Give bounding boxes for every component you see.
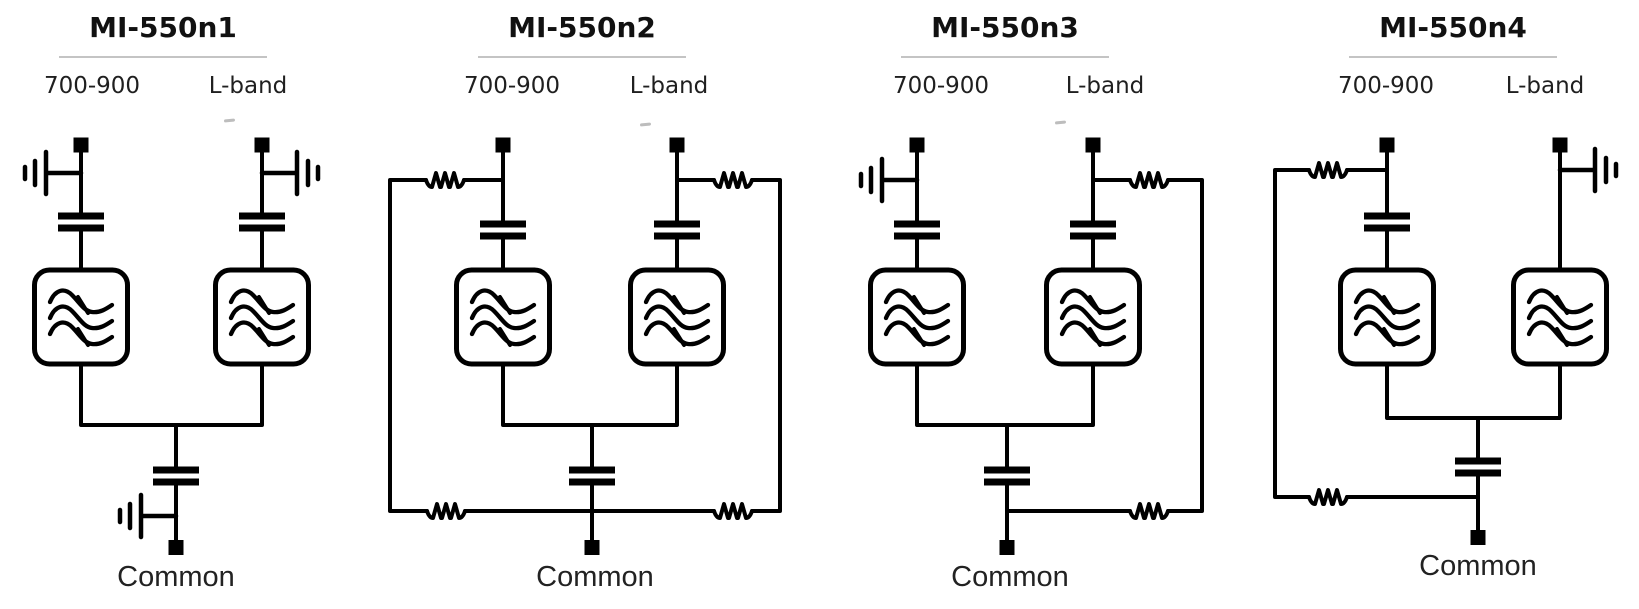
ground-symbol-left bbox=[861, 159, 917, 201]
inductor-bottom-right bbox=[712, 502, 754, 520]
bandpass-filter-left-icon bbox=[35, 270, 128, 364]
port-label-l-band: L-band bbox=[629, 73, 709, 99]
title-underline bbox=[1349, 56, 1557, 58]
circuit-mi-550n4 bbox=[1273, 137, 1616, 545]
port-square-left bbox=[1379, 137, 1395, 153]
port-label-common: Common bbox=[536, 561, 654, 593]
series-capacitor-left bbox=[1364, 216, 1410, 228]
wire bbox=[388, 150, 782, 542]
bandpass-filter-right-icon bbox=[631, 270, 724, 364]
inductor-bottom-left bbox=[1307, 488, 1349, 506]
port-square-left bbox=[909, 137, 925, 153]
port-square-left bbox=[495, 137, 511, 153]
title-underline bbox=[901, 56, 1109, 58]
diagram-title-2: MI-550n2 bbox=[508, 11, 656, 44]
circuit-mi-550n3 bbox=[861, 137, 1204, 555]
port-label-700-900: 700-900 bbox=[892, 73, 990, 99]
port-square-right bbox=[254, 137, 270, 153]
diagram-title-3: MI-550n3 bbox=[931, 11, 1079, 44]
diagram-title-1: MI-550n1 bbox=[89, 11, 237, 44]
bandpass-filter-right-icon bbox=[1514, 270, 1607, 364]
series-capacitor-common bbox=[569, 470, 615, 482]
inductor-top-right bbox=[712, 171, 754, 189]
port-label-l-band: L-band bbox=[208, 73, 288, 99]
bandpass-filter-right-icon bbox=[1047, 270, 1140, 364]
port-label-700-900: 700-900 bbox=[463, 73, 561, 99]
port-label-700-900: 700-900 bbox=[1337, 73, 1435, 99]
port-square-right bbox=[1552, 137, 1568, 153]
series-capacitor-left bbox=[480, 224, 526, 236]
port-square-common bbox=[999, 540, 1015, 555]
series-capacitor-common bbox=[153, 470, 199, 482]
ground-symbol-right bbox=[262, 152, 318, 194]
port-label-l-band: L-band bbox=[1065, 73, 1145, 99]
series-capacitor-common bbox=[1455, 461, 1501, 473]
port-square-left bbox=[73, 137, 89, 153]
ground-symbol-common bbox=[120, 495, 176, 537]
inductor-bottom-right bbox=[1128, 502, 1170, 520]
series-capacitor-common bbox=[984, 470, 1030, 482]
series-capacitor-right bbox=[239, 216, 285, 228]
port-square-common bbox=[168, 540, 184, 555]
wire bbox=[915, 150, 1204, 542]
port-label-common: Common bbox=[1419, 550, 1537, 582]
wire bbox=[1273, 150, 1562, 532]
inductor-top-left bbox=[424, 171, 466, 189]
bandpass-filter-left-icon bbox=[871, 270, 964, 364]
port-label-common: Common bbox=[951, 561, 1069, 593]
series-capacitor-right bbox=[654, 224, 700, 236]
wire bbox=[79, 150, 264, 542]
circuit-mi-550n1 bbox=[25, 137, 318, 555]
ground-symbol-right bbox=[1560, 149, 1616, 191]
title-underline bbox=[59, 56, 267, 58]
series-capacitor-left bbox=[894, 224, 940, 236]
diagram-title-4: MI-550n4 bbox=[1379, 11, 1527, 44]
ground-symbol-left bbox=[25, 152, 81, 194]
port-square-common bbox=[1470, 530, 1486, 545]
inductor-bottom-left bbox=[425, 502, 467, 520]
bandpass-filter-left-icon bbox=[1341, 270, 1434, 364]
bandpass-filter-left-icon bbox=[457, 270, 550, 364]
port-square-right bbox=[1085, 137, 1101, 153]
port-label-l-band: L-band bbox=[1505, 73, 1585, 99]
series-capacitor-left bbox=[58, 216, 104, 228]
port-square-right bbox=[669, 137, 685, 153]
series-capacitor-right bbox=[1070, 224, 1116, 236]
inductor-top-right bbox=[1128, 171, 1170, 189]
port-label-700-900: 700-900 bbox=[43, 73, 141, 99]
inductor-top-left bbox=[1307, 161, 1349, 179]
port-square-common bbox=[584, 540, 600, 555]
port-label-common: Common bbox=[117, 561, 235, 593]
bandpass-filter-right-icon bbox=[216, 270, 309, 364]
circuit-mi-550n2 bbox=[388, 137, 782, 555]
title-underline bbox=[478, 56, 686, 58]
